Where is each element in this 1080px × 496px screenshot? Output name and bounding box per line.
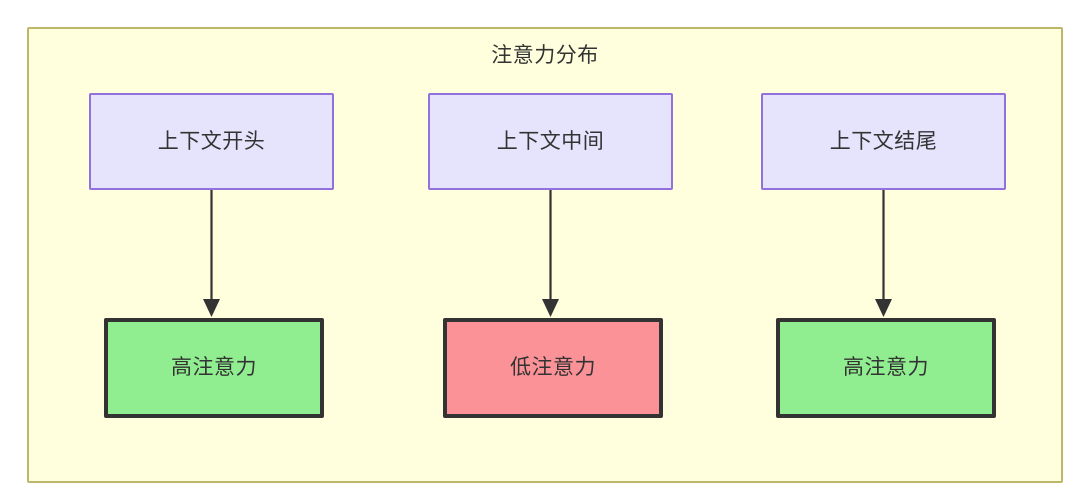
node-result-high-start-label: 高注意力 (171, 356, 257, 379)
node-context-middle[interactable]: 上下文中间 (428, 93, 673, 190)
subgraph-title: 注意力分布 (491, 44, 599, 67)
node-result-low-middle-label: 低注意力 (510, 356, 596, 379)
node-context-end[interactable]: 上下文结尾 (761, 93, 1006, 190)
node-context-middle-label: 上下文中间 (496, 129, 605, 153)
node-result-high-end-label: 高注意力 (843, 356, 929, 379)
node-context-end-label: 上下文结尾 (829, 129, 938, 153)
node-result-low-middle[interactable]: 低注意力 (443, 318, 663, 418)
node-result-high-end[interactable]: 高注意力 (776, 318, 996, 418)
node-result-high-start[interactable]: 高注意力 (104, 318, 324, 418)
node-context-start[interactable]: 上下文开头 (89, 93, 334, 190)
node-context-start-label: 上下文开头 (157, 129, 266, 153)
